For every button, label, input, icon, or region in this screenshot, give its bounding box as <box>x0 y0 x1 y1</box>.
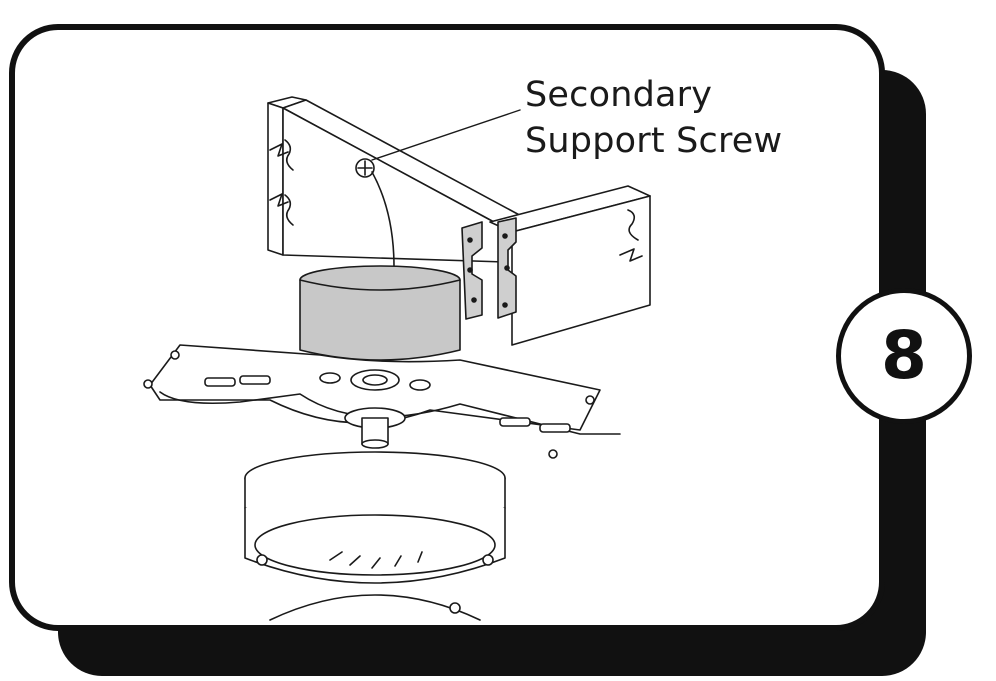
illustration <box>143 96 651 621</box>
ceiling-canopy <box>299 265 461 361</box>
secondary-support-screw <box>355 158 395 268</box>
step-number: 8 <box>881 317 927 394</box>
step-number-badge: 8 <box>836 288 972 424</box>
callout-line-2: Support Screw <box>525 121 783 161</box>
joist-hanger-bracket <box>461 217 517 320</box>
ceiling-joist-right <box>489 185 651 346</box>
downrod <box>344 407 406 449</box>
callout-leader-line <box>371 109 521 161</box>
ceiling-joist-left <box>267 96 526 263</box>
fan-motor-housing <box>244 451 506 621</box>
mounting-bracket <box>143 344 621 459</box>
callout-line-1: Secondary <box>525 75 713 115</box>
callout-label: Secondary Support Screw <box>525 72 782 164</box>
